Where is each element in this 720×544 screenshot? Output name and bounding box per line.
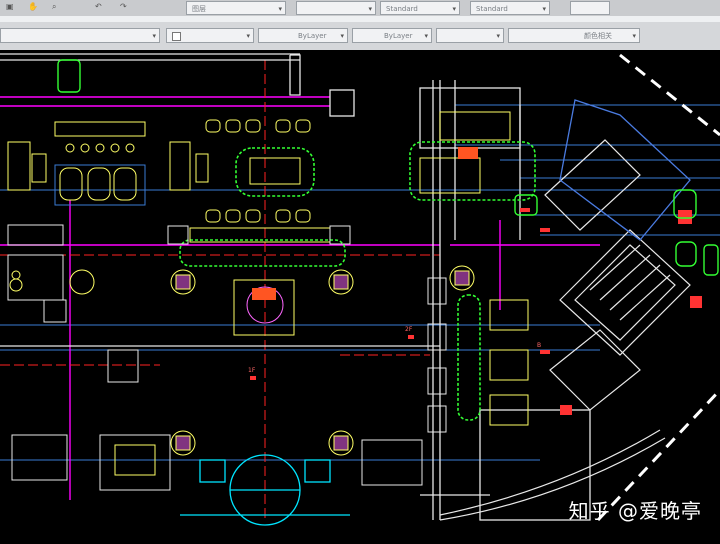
undo-icon[interactable]: ↶: [95, 2, 102, 11]
color-dropdown[interactable]: ▾: [296, 1, 376, 15]
canvas-background: [0, 50, 720, 540]
entrance-cyan: [180, 454, 350, 526]
drawing-label-b: 2F: [405, 326, 413, 333]
meeting-booths-right: [427, 277, 529, 433]
layer-state-dropdown[interactable]: ▾: [0, 28, 160, 43]
chevron-down-icon: ▾: [340, 32, 344, 40]
drawing-canvas[interactable]: 1F 2F B 知乎 @爱晚亭: [0, 50, 720, 540]
dashed-diagonals: [596, 53, 720, 522]
lineweight-value: ByLayer: [384, 32, 413, 40]
properties-toolbar-top: ▣ ✋ ⌕ ↶ ↷ 图层 ▾ ▾ Standard ▾ Standard ▾: [0, 0, 720, 16]
pan-icon[interactable]: ✋: [28, 2, 38, 11]
lineweight-control[interactable]: ByLayer ▾: [352, 28, 432, 43]
plotstyle-value: 颜色相关: [584, 32, 612, 40]
partition-lines: [0, 96, 600, 500]
plotstyle-control[interactable]: ▾: [436, 28, 504, 43]
bottom-left-lounge: [11, 349, 423, 491]
chevron-down-icon: ▾: [368, 5, 372, 13]
watermark-site: 知乎: [568, 499, 611, 523]
toolbar-divider: [0, 16, 720, 22]
drawing-label-c: B: [537, 342, 541, 349]
top-right-office: [409, 111, 536, 201]
color-control[interactable]: ▾: [166, 28, 254, 43]
text-style-dropdown[interactable]: Standard ▾: [470, 1, 550, 15]
bottom-wall-curve: [439, 429, 666, 521]
chevron-down-icon: ▾: [632, 32, 636, 40]
walls: [0, 53, 591, 521]
lounge-seating-group: [205, 119, 315, 223]
drawing-labels: 1F 2F B: [248, 326, 541, 374]
dining-table-left: [54, 121, 146, 206]
blue-stair-rail: [559, 99, 691, 241]
linetype-value: ByLayer: [298, 32, 327, 40]
chevron-down-icon: ▾: [278, 5, 282, 13]
floor-plan-drawing[interactable]: 1F 2F B: [0, 50, 720, 540]
properties-toolbar-bottom: ▾ ▾ ByLayer ▾ ByLayer ▾ ▾ 颜色相关 ▾: [0, 22, 720, 50]
layer-dropdown[interactable]: 图层 ▾: [186, 1, 286, 15]
chevron-down-icon: ▾: [452, 5, 456, 13]
chevron-down-icon: ▾: [424, 32, 428, 40]
redo-icon[interactable]: ↷: [120, 2, 127, 11]
zoom-icon[interactable]: ⌕: [52, 2, 57, 11]
drawing-label-a: 1F: [248, 367, 256, 374]
text-style-value: Standard: [476, 5, 508, 13]
watermark-author: @爱晚亭: [618, 499, 702, 523]
round-tables: [69, 265, 475, 456]
chevron-down-icon: ▾: [246, 32, 250, 40]
watermark: 知乎 @爱晚亭: [569, 495, 702, 524]
green-fixtures: [57, 59, 719, 276]
linetype-control[interactable]: ByLayer ▾: [258, 28, 348, 43]
left-booths: [7, 141, 209, 323]
table-style-dropdown[interactable]: [570, 1, 610, 15]
layer-icon[interactable]: ▣: [6, 2, 14, 11]
stair-block: [544, 139, 691, 411]
dim-style-value: Standard: [386, 5, 418, 13]
dim-style-dropdown[interactable]: Standard ▾: [380, 1, 460, 15]
chevron-down-icon: ▾: [542, 5, 546, 13]
long-sofa-group: [167, 225, 351, 267]
chevron-down-icon: ▾: [496, 32, 500, 40]
central-display: [233, 279, 295, 336]
red-markers: [250, 208, 702, 415]
layer-value: 图层: [192, 5, 206, 13]
chevron-down-icon: ▾: [152, 32, 156, 40]
color-swatch-icon: [172, 31, 181, 41]
plot-style-dropdown[interactable]: 颜色相关 ▾: [508, 28, 640, 43]
